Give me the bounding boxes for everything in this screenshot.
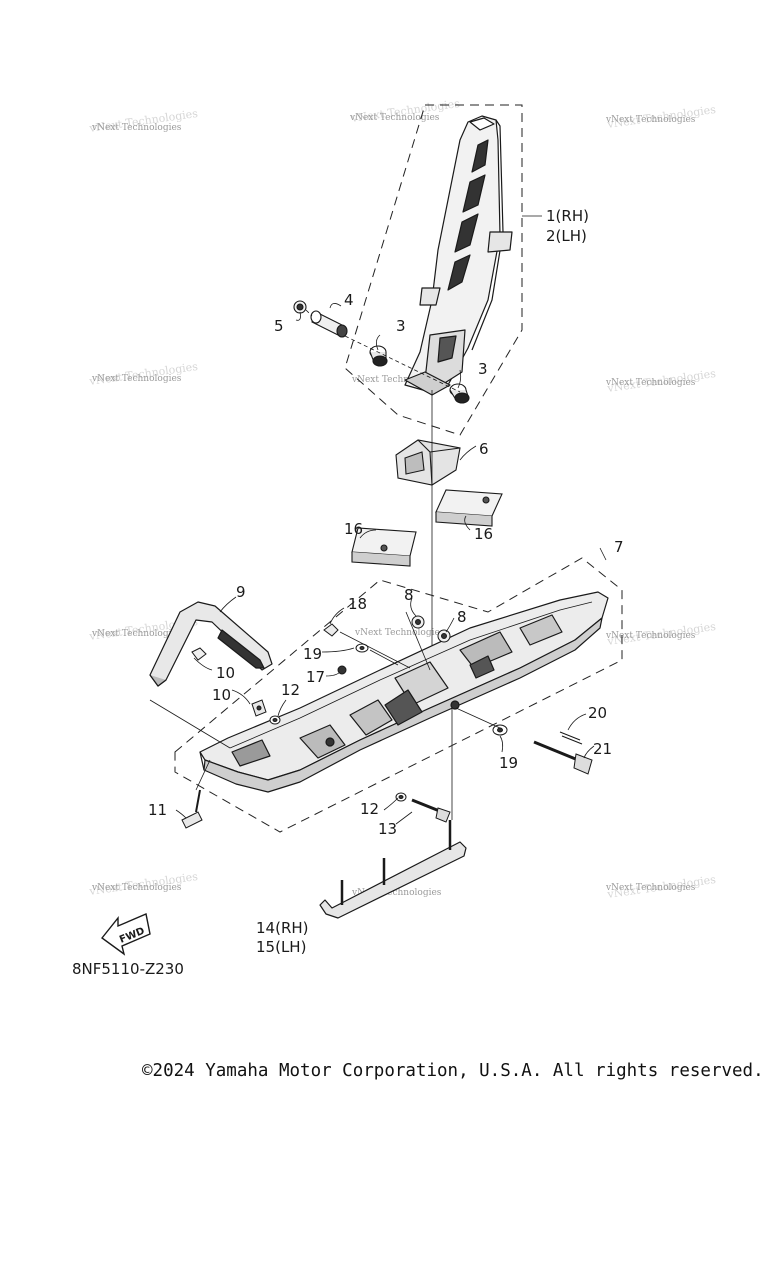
cotter-pin-part	[559, 731, 583, 745]
leader-lines	[149, 611, 501, 791]
watermark: vNext Technologies	[605, 378, 696, 388]
callout-6: 6	[479, 440, 489, 458]
diagram-code: 8NF5110-Z230	[72, 960, 184, 978]
watermark: vNext Technologies	[605, 883, 696, 893]
callout-3: 3	[396, 317, 406, 335]
callout-14: 14(RH)	[256, 919, 309, 937]
spindle-part	[404, 115, 513, 396]
callout-labels: 1(RH) 2(LH) 4 5 3 3 6 16 16 7 9 18 8 8 1…	[148, 207, 624, 956]
svg-text:vNext Technologies: vNext Technologies	[91, 374, 182, 384]
callout-8: 8	[404, 586, 414, 604]
callout-17: 17	[306, 668, 325, 686]
callout-13: 13	[378, 820, 397, 838]
watermark: vNext Technologies	[91, 629, 182, 639]
svg-text:vNext Technologies: vNext Technologies	[91, 883, 182, 893]
svg-text:vNext Technologies: vNext Technologies	[351, 375, 442, 385]
fwd-arrow-icon: FWD	[100, 913, 151, 956]
svg-text:vNext Technologies: vNext Technologies	[91, 123, 182, 133]
watermark: vNext Technologies	[351, 375, 442, 385]
nut-part	[293, 300, 307, 314]
ski-assembly-outline	[174, 557, 623, 833]
callout-12: 12	[281, 681, 300, 699]
callout-12: 12	[360, 800, 379, 818]
svg-text:vNext Technologies: vNext Technologies	[351, 888, 442, 898]
callout-19: 19	[499, 754, 518, 772]
callout-1: 1(RH)	[546, 207, 589, 225]
callout-18: 18	[348, 595, 367, 613]
svg-text:vNext Technologies: vNext Technologies	[605, 883, 696, 893]
copyright-notice: ©2024 Yamaha Motor Corporation, U.S.A. A…	[142, 1061, 764, 1081]
collar-part	[310, 310, 348, 338]
callout-10: 10	[216, 664, 235, 682]
svg-text:vNext Technologies: vNext Technologies	[605, 631, 696, 641]
callout-5: 5	[274, 317, 284, 335]
watermark: vNext Technologies	[605, 631, 696, 641]
washer-part	[269, 643, 508, 802]
callout-leaders	[175, 215, 607, 825]
callout-11: 11	[148, 801, 167, 819]
wear-pad-part	[351, 527, 417, 567]
callout-4: 4	[344, 291, 354, 309]
watermark: vNext Technologies	[91, 374, 182, 384]
watermark: vNext Technologies	[351, 888, 442, 898]
runner-part	[319, 820, 467, 919]
svg-text:vNext Technologies: vNext Technologies	[605, 115, 696, 125]
nut-part	[191, 647, 267, 717]
callout-15: 15(LH)	[256, 938, 306, 956]
ski-part	[199, 591, 609, 793]
loop-handle-part	[149, 601, 273, 687]
callout-20: 20	[588, 704, 607, 722]
callout-7: 7	[614, 538, 624, 556]
svg-text:vNext Technologies: vNext Technologies	[354, 628, 445, 638]
bolt-part	[181, 740, 593, 829]
callout-21: 21	[593, 740, 612, 758]
callout-2: 2(LH)	[546, 227, 587, 245]
wear-pad-part	[435, 489, 503, 527]
bushing-part	[449, 383, 470, 404]
watermark: vNext Technologies	[91, 123, 182, 133]
callout-10: 10	[212, 686, 231, 704]
svg-text:vNext Technologies: vNext Technologies	[605, 378, 696, 388]
bushing-part	[411, 615, 451, 643]
assembly-outlines	[174, 104, 623, 833]
callout-16: 16	[344, 520, 363, 538]
callout-8: 8	[457, 608, 467, 626]
svg-text:vNext Technologies: vNext Technologies	[91, 629, 182, 639]
watermark: vNext Technologies	[605, 115, 696, 125]
nut-part	[323, 623, 347, 675]
watermark: vNext Technologies	[349, 113, 440, 123]
callout-3: 3	[478, 360, 488, 378]
watermark: vNext Technologies	[91, 883, 182, 893]
leader-lines	[305, 309, 461, 393]
callout-16: 16	[474, 525, 493, 543]
watermarks: vNext Technologies vNext Technologies vN…	[88, 97, 717, 901]
spindle-assembly-outline	[344, 104, 523, 436]
watermark: vNext Technologies	[354, 628, 445, 638]
svg-text:vNext Technologies: vNext Technologies	[349, 113, 440, 123]
callout-19: 19	[303, 645, 322, 663]
callout-9: 9	[236, 583, 246, 601]
ski-pad-part	[395, 439, 461, 486]
